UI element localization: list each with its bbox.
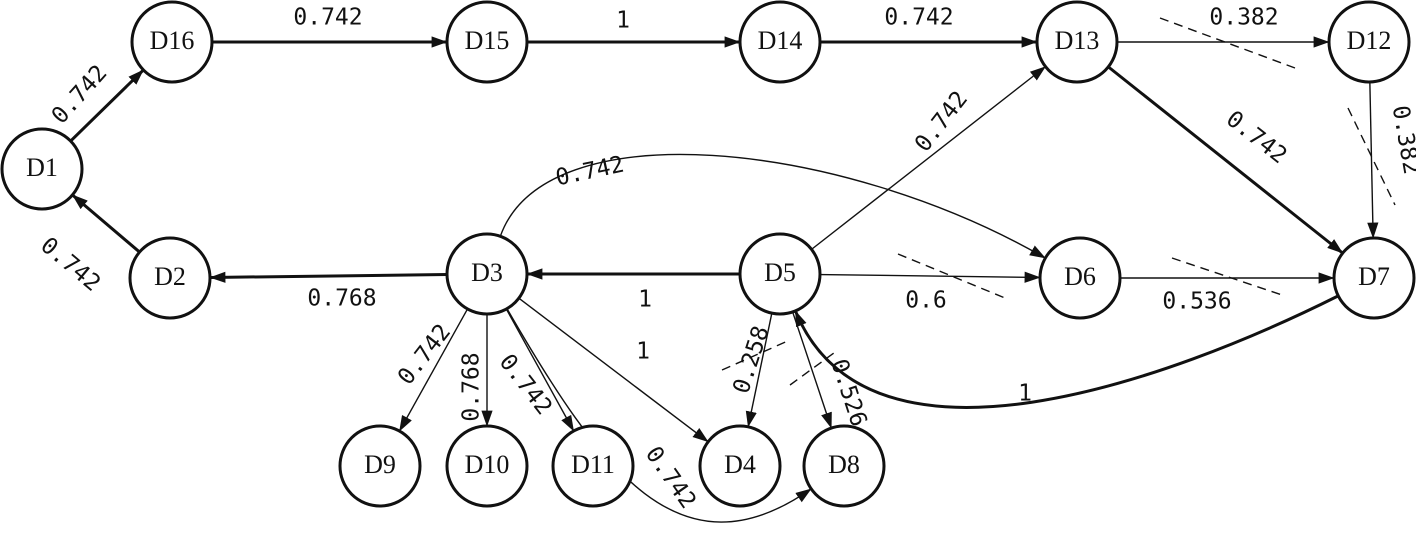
node-circle [1038, 236, 1122, 320]
edge-d3-d9 [399, 308, 469, 432]
node-d13: D13 [1035, 0, 1119, 84]
node-circle [1035, 0, 1119, 84]
node-circle [338, 424, 422, 508]
cut-mark-d5-d8 [789, 349, 839, 386]
edge-weight-d7-d5: 1 [1018, 381, 1032, 407]
edge-d3-d6 [499, 153, 1046, 259]
edge-d3-d11 [505, 308, 574, 432]
node-d14: D14 [738, 0, 822, 84]
node-label: D8 [828, 450, 860, 479]
edge-weight-d5-d4: 0.258 [728, 323, 774, 397]
edge-d2-d1 [71, 194, 141, 254]
edge-d5-d8 [791, 311, 832, 429]
edge-d12-d7 [1367, 81, 1379, 239]
edge-d5-d13 [811, 66, 1046, 250]
edge-d5-d4 [745, 313, 773, 428]
edge-d3-d4 [518, 297, 709, 443]
node-label: D3 [471, 258, 503, 287]
node-circle [130, 0, 214, 84]
node-d7: D7 [1332, 236, 1416, 320]
node-circle [445, 0, 529, 84]
node-label: D9 [364, 450, 396, 479]
edge-weight-d3-d4: 1 [636, 339, 650, 365]
node-label: D11 [571, 450, 615, 479]
edge-weight-d3-d6: 0.742 [553, 152, 626, 192]
edge-weight-d3-d8: 0.742 [640, 442, 701, 514]
node-label: D13 [1055, 26, 1100, 55]
node-circle [445, 232, 529, 316]
node-label: D4 [724, 450, 756, 479]
edge-d7-d5 [794, 294, 1339, 409]
node-circle [698, 424, 782, 508]
edge-d13-d7 [1107, 65, 1344, 254]
edge-d5-d6 [819, 271, 1041, 283]
node-label: D6 [1064, 262, 1096, 291]
edge-weight-d12-d7: 0.382 [1387, 104, 1416, 177]
node-label: D15 [465, 26, 510, 55]
edge-d1-d16 [69, 69, 144, 143]
node-d16: D16 [130, 0, 214, 84]
node-circle [802, 424, 886, 508]
node-d8: D8 [802, 424, 886, 508]
cut-mark-d12-d7 [1347, 107, 1396, 206]
node-circle [0, 127, 84, 211]
cut-mark-d6-d7 [1171, 257, 1286, 297]
node-d12: D12 [1327, 0, 1411, 84]
node-circle [128, 236, 212, 320]
node-label: D12 [1347, 26, 1392, 55]
cut-mark-d5-d4 [721, 339, 791, 371]
node-label: D14 [758, 26, 803, 55]
node-d9: D9 [338, 424, 422, 508]
edge-weight-d5-d13: 0.742 [910, 86, 973, 157]
node-circle [551, 424, 635, 508]
edge-weight-d5-d3: 1 [638, 287, 652, 313]
node-d4: D4 [698, 424, 782, 508]
node-d1: D1 [0, 127, 84, 211]
node-d5: D5 [738, 232, 822, 316]
node-d2: D2 [128, 236, 212, 320]
edge-d3-d8 [506, 308, 812, 523]
edge-weight-d5-d6: 0.6 [905, 288, 947, 314]
node-d15: D15 [445, 0, 529, 84]
edge-weight-d15-d14: 1 [616, 8, 630, 34]
edge-weight-d5-d8: 0.526 [825, 356, 871, 430]
cut-mark-d5-d6 [897, 253, 1006, 299]
edge-weight-d3-d9: 0.742 [393, 319, 456, 390]
edge-weight-d3-d10: 0.768 [459, 352, 485, 421]
node-d10: D10 [445, 424, 529, 508]
edge-weight-d2-d1: 0.742 [35, 232, 105, 296]
edge-weight-d14-d13: 0.742 [884, 5, 953, 31]
node-label: D10 [465, 450, 510, 479]
node-circle [1332, 236, 1416, 320]
node-circle [445, 424, 529, 508]
edge-weight-d16-d15: 0.742 [293, 5, 362, 31]
cut-mark-d13-d12 [1159, 17, 1296, 69]
edge-weight-d3-d2: 0.768 [307, 286, 376, 312]
node-circle [738, 0, 822, 84]
node-label: D5 [764, 258, 796, 287]
edge-weight-d13-d7: 0.742 [1221, 106, 1292, 169]
node-d3: D3 [445, 232, 529, 316]
node-label: D1 [26, 153, 58, 182]
node-circle [738, 232, 822, 316]
node-label: D16 [150, 26, 195, 55]
node-d6: D6 [1038, 236, 1122, 320]
edge-weight-d1-d16: 0.742 [47, 60, 113, 129]
edge-weight-d6-d7: 0.536 [1162, 289, 1231, 315]
edges [69, 17, 1396, 523]
edge-d3-d2 [209, 271, 448, 283]
node-circle [1327, 0, 1411, 84]
node-label: D7 [1358, 262, 1390, 291]
edge-weight-d13-d12: 0.382 [1209, 5, 1278, 31]
node-label: D2 [154, 262, 186, 291]
node-d11: D11 [551, 424, 635, 508]
